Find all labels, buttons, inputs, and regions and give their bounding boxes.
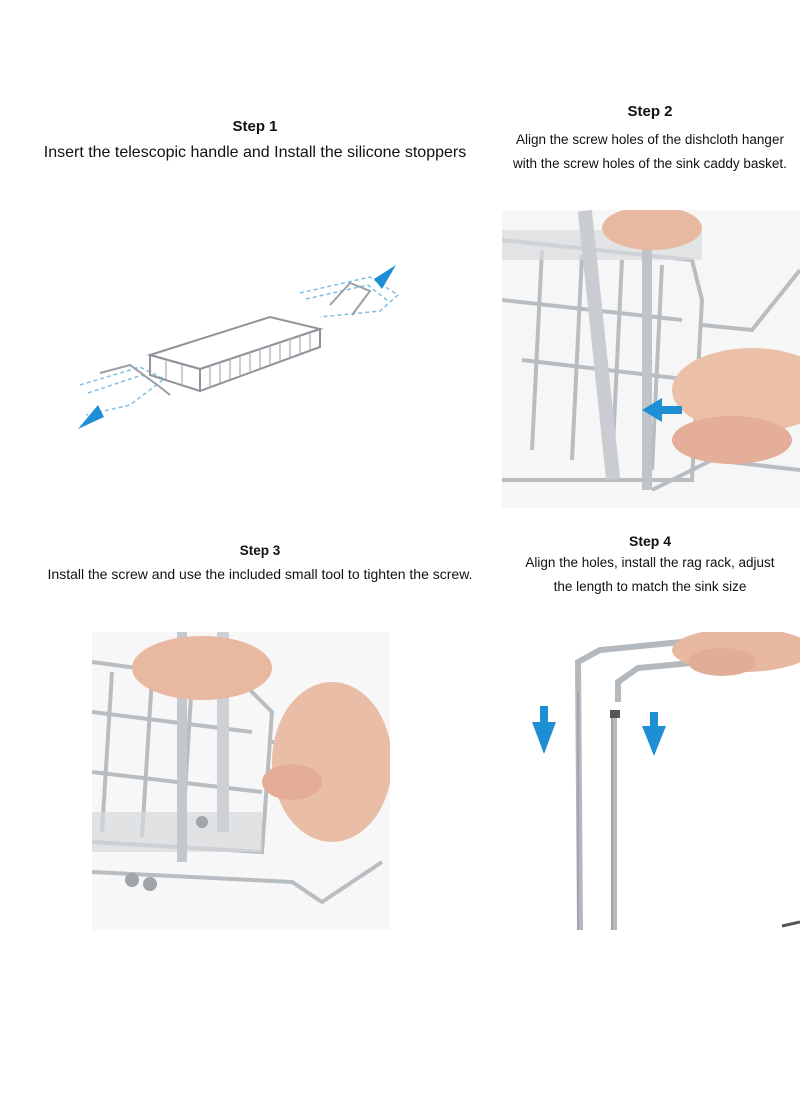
- step-1-description: Insert the telescopic handle and Install…: [43, 144, 467, 161]
- step-1-block: Step 1 Insert the telescopic handle and …: [30, 118, 480, 165]
- step-1-title: Step 1: [232, 118, 278, 135]
- step-3-photo: [92, 632, 390, 930]
- step-4-title: Step 4: [628, 533, 671, 549]
- step-4-description-line-1: Align the holes, install the rag rack, a…: [525, 555, 775, 570]
- step-2-description-line-2: with the screw holes of the sink caddy b…: [513, 156, 787, 171]
- step-2-title: Step 2: [627, 103, 673, 120]
- step-4-photo: [502, 632, 800, 930]
- step-4-block: Step 4 Align the holes, install the rag …: [500, 533, 800, 599]
- step-4-description-line-2: the length to match the sink size: [553, 579, 747, 594]
- step-2-photo: [502, 210, 800, 508]
- step-2-description-line-1: Align the screw holes of the dishcloth h…: [516, 132, 784, 147]
- step-2-block: Step 2 Align the screw holes of the dish…: [500, 103, 800, 176]
- step-3-block: Step 3 Install the screw and use the inc…: [30, 543, 490, 586]
- step-3-title: Step 3: [239, 543, 281, 558]
- step-3-description: Install the screw and use the included s…: [47, 566, 473, 582]
- step-1-illustration: [70, 255, 410, 435]
